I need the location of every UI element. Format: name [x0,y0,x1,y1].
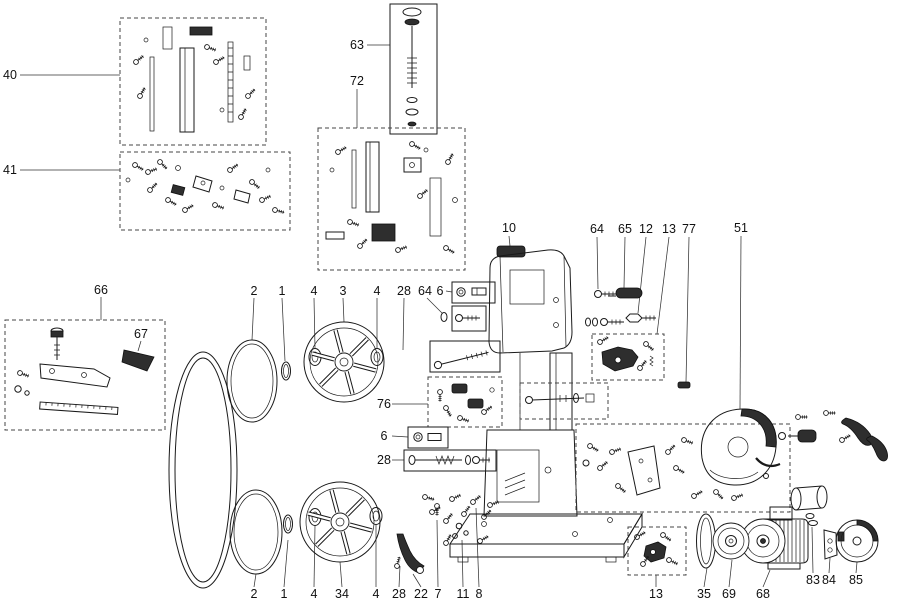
callout-13-bottom: 13 [649,586,663,601]
callout-64-center: 64 [418,283,432,298]
callout-28-top: 28 [397,283,411,298]
pulley-69 [712,522,750,560]
callout-83: 83 [806,572,820,587]
assembly-box-41 [119,151,291,231]
bolt-box-64-center [451,305,487,332]
callout-35: 35 [697,586,711,601]
callout-41: 41 [3,162,17,177]
leader-lines [20,44,858,588]
retainer-ring-top [281,361,291,381]
callout-2-bottom: 2 [250,586,258,601]
callout-66: 66 [94,282,108,297]
callout-72: 72 [350,73,364,88]
fasteners-center-bottom [393,492,501,570]
callout-77: 77 [682,221,696,236]
callout-22: 22 [414,586,428,601]
bolt-12 [625,313,656,323]
bracket-box-13-bottom [627,526,687,576]
callout-69: 69 [722,586,736,601]
washer-64-center [440,312,448,322]
bolt-box-6-middle [407,426,449,449]
callout-51: 51 [734,220,748,235]
pad-box-76 [427,376,503,428]
callout-63: 63 [350,37,364,52]
assembly-box-72 [317,127,466,271]
wedge-67 [121,349,155,372]
retainer-ring-bottom [283,514,293,534]
lever-22 [396,533,425,574]
callout-28-bottom: 28 [392,586,406,601]
bolt-64-right [585,290,624,327]
callout-13-right: 13 [662,221,676,236]
washer-top-right [370,348,384,366]
blade-guard-51 [700,408,777,486]
lever-handle-a [841,417,873,446]
callout-85: 85 [849,572,863,587]
callout-4-bottom-left: 4 [310,586,318,601]
callout-34: 34 [335,586,349,601]
handles-top-right [778,410,888,462]
callout-76: 76 [377,396,391,411]
callout-6-middle: 6 [380,428,388,443]
tension-screw-assembly-63 [389,3,438,135]
callout-4-bottom-right: 4 [372,586,380,601]
knob [797,429,817,443]
motor-68 [740,506,809,570]
hardware-box-right [575,423,791,513]
callout-28-middle: 28 [377,452,391,467]
roller-right [790,485,828,511]
callout-3: 3 [339,283,347,298]
saw-blade-loop [168,351,238,589]
callout-40: 40 [3,67,17,82]
callout-65: 65 [618,221,632,236]
wheel-tire-top [226,339,278,423]
clamp-box-13-right [591,333,665,381]
callout-11: 11 [456,586,470,601]
callout-68: 68 [756,586,770,601]
callout-64-right: 64 [590,221,604,236]
callout-6-upper: 6 [436,283,444,298]
callout-12: 12 [639,221,653,236]
callout-8: 8 [475,586,483,601]
bolt-box-6-upper [451,281,496,304]
callout-4-top-left: 4 [310,283,318,298]
washers-83 [805,513,818,526]
callout-4-top-right: 4 [373,283,381,298]
washer-bottom-right [369,507,383,525]
upper-bandwheel-3 [303,321,385,403]
lever-handle-b [866,435,888,462]
callout-1-bottom: 1 [280,586,288,601]
lower-bandwheel-34 [299,481,381,563]
guide-rod-box [519,382,609,420]
rod-box-28-middle [403,449,497,472]
callout-1-top: 1 [278,283,286,298]
callout-2-top: 2 [250,283,258,298]
callout-84: 84 [822,572,836,587]
assembly-box-40 [119,17,267,146]
callout-7: 7 [434,586,442,601]
fence-assembly-box-66 [4,319,166,431]
bolt-box-28-top [429,340,501,373]
wheel-tire-bottom [229,489,283,575]
clamp-handle-65 [608,287,643,299]
callout-67: 67 [134,326,148,341]
callout-10: 10 [502,220,516,235]
pin-77 [677,381,691,389]
wheel-85 [835,519,879,563]
